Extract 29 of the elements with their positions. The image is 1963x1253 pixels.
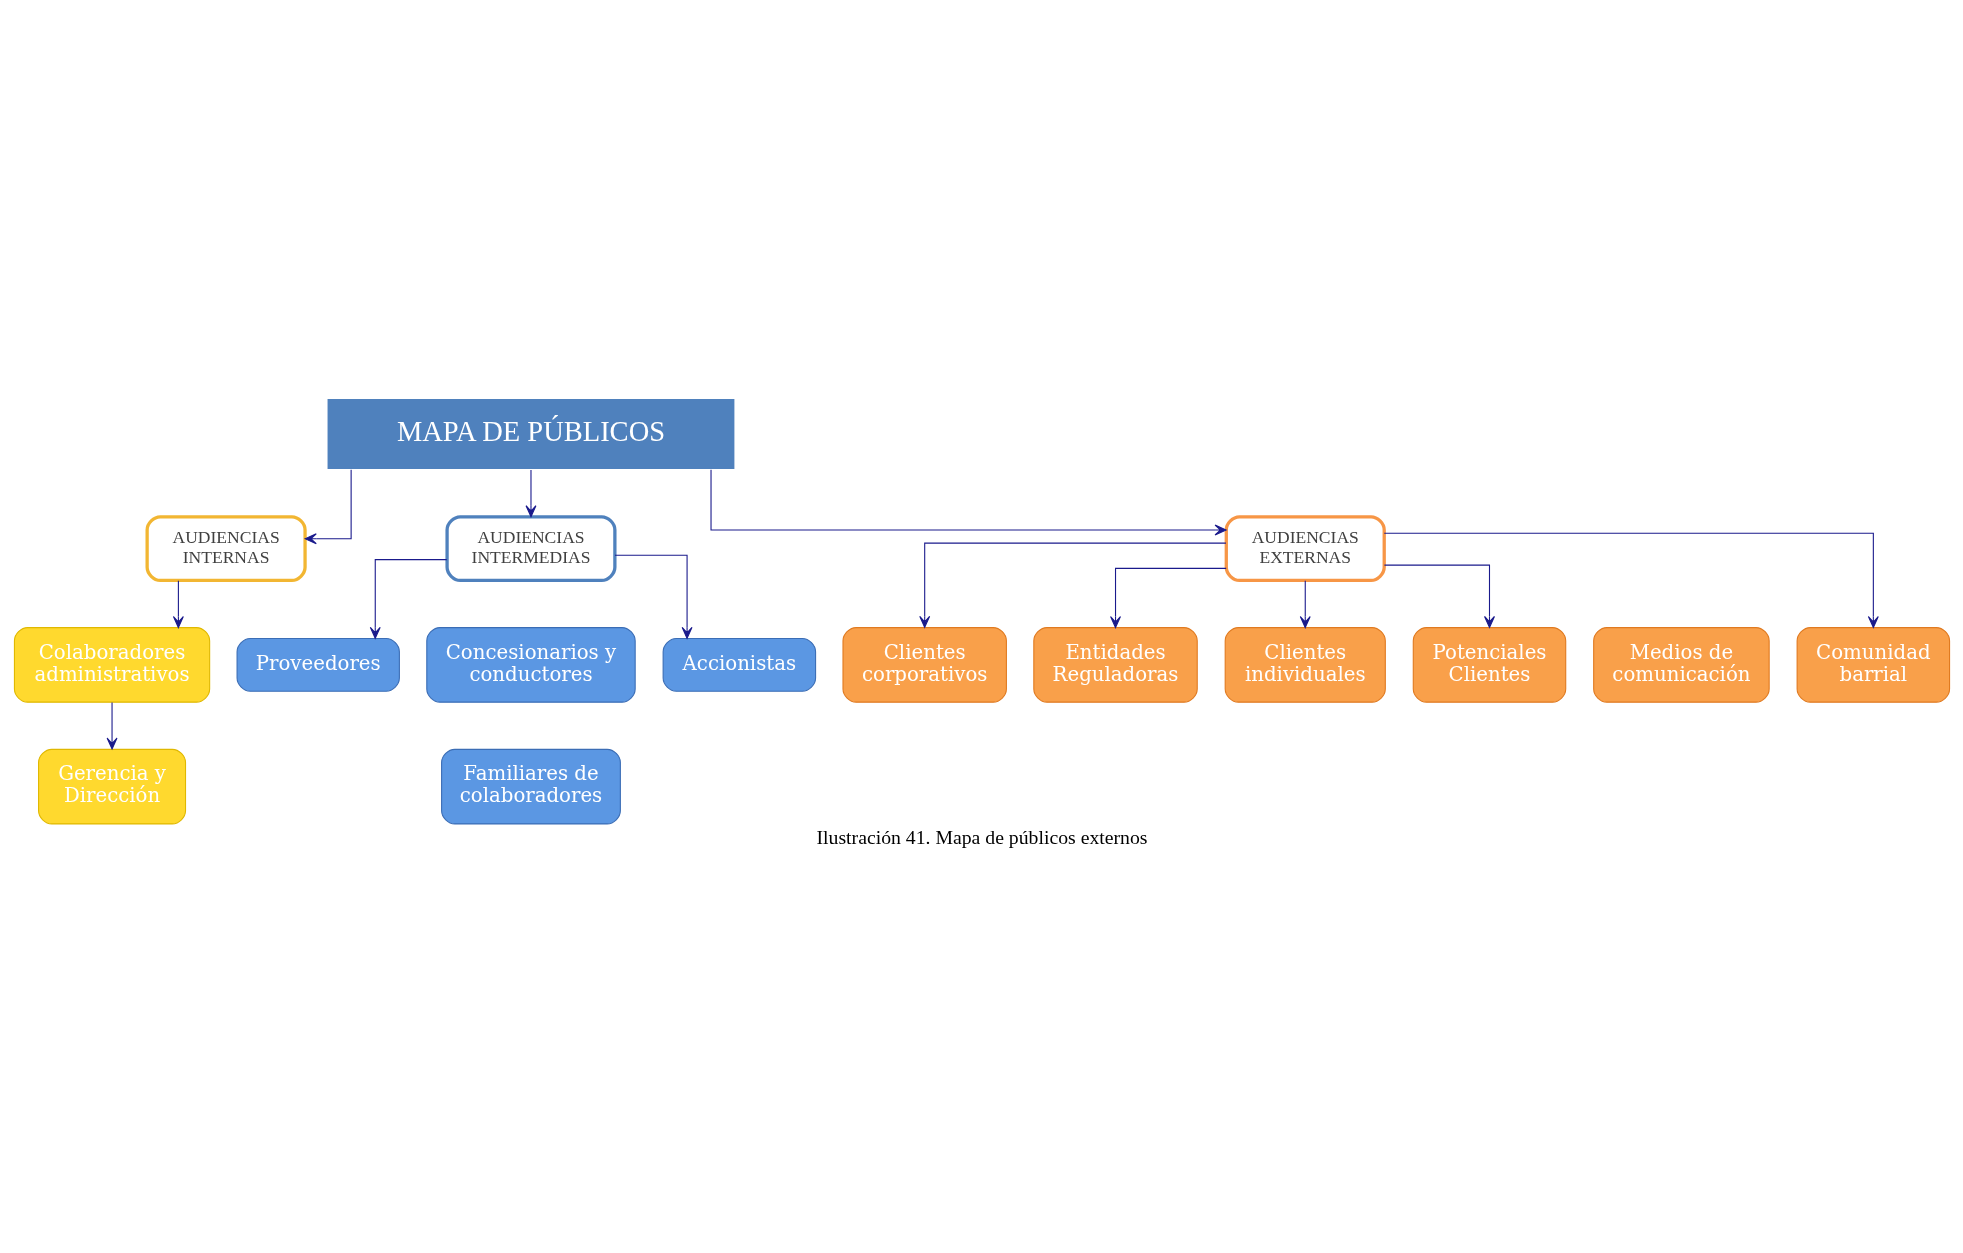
node-box: Accionistas bbox=[662, 638, 816, 692]
arrow bbox=[369, 559, 447, 639]
node-box: AUDIENCIAS INTERNAS bbox=[145, 515, 307, 583]
node-box: AUDIENCIAS INTERMEDIAS bbox=[444, 515, 617, 583]
node-box: Colaboradores administrativos bbox=[13, 627, 210, 703]
caption: Ilustración 41. Mapa de públicos externos bbox=[815, 826, 1148, 849]
arrow bbox=[1299, 580, 1311, 629]
arrow bbox=[525, 469, 536, 518]
node-box: Clientes individuales bbox=[1224, 627, 1386, 703]
arrow bbox=[1109, 567, 1227, 629]
arrow bbox=[613, 554, 693, 639]
arrow bbox=[918, 542, 1226, 628]
arrow bbox=[1383, 564, 1495, 628]
node-box: Familiares de colaboradores bbox=[440, 748, 621, 825]
node-box: Comunidad barrial bbox=[1796, 627, 1950, 703]
node-box: MAPA DE PÚBLICOS bbox=[325, 397, 735, 471]
node-box: Concesionarios y conductores bbox=[425, 627, 636, 703]
node-box: Medios de comunicación bbox=[1592, 627, 1770, 703]
arrow bbox=[172, 580, 184, 629]
arrow bbox=[710, 469, 1227, 536]
node-box: Clientes corporativos bbox=[841, 627, 1007, 703]
arrow bbox=[304, 469, 352, 545]
node-box: Potenciales Clientes bbox=[1412, 627, 1566, 703]
node-box: Gerencia y Dirección bbox=[37, 748, 186, 825]
node-box: AUDIENCIAS EXTERNAS bbox=[1224, 515, 1386, 583]
node-box: Proveedores bbox=[236, 638, 400, 692]
arrow bbox=[1383, 532, 1879, 629]
node-box: Entidades Reguladoras bbox=[1032, 627, 1198, 703]
arrow bbox=[106, 701, 118, 750]
